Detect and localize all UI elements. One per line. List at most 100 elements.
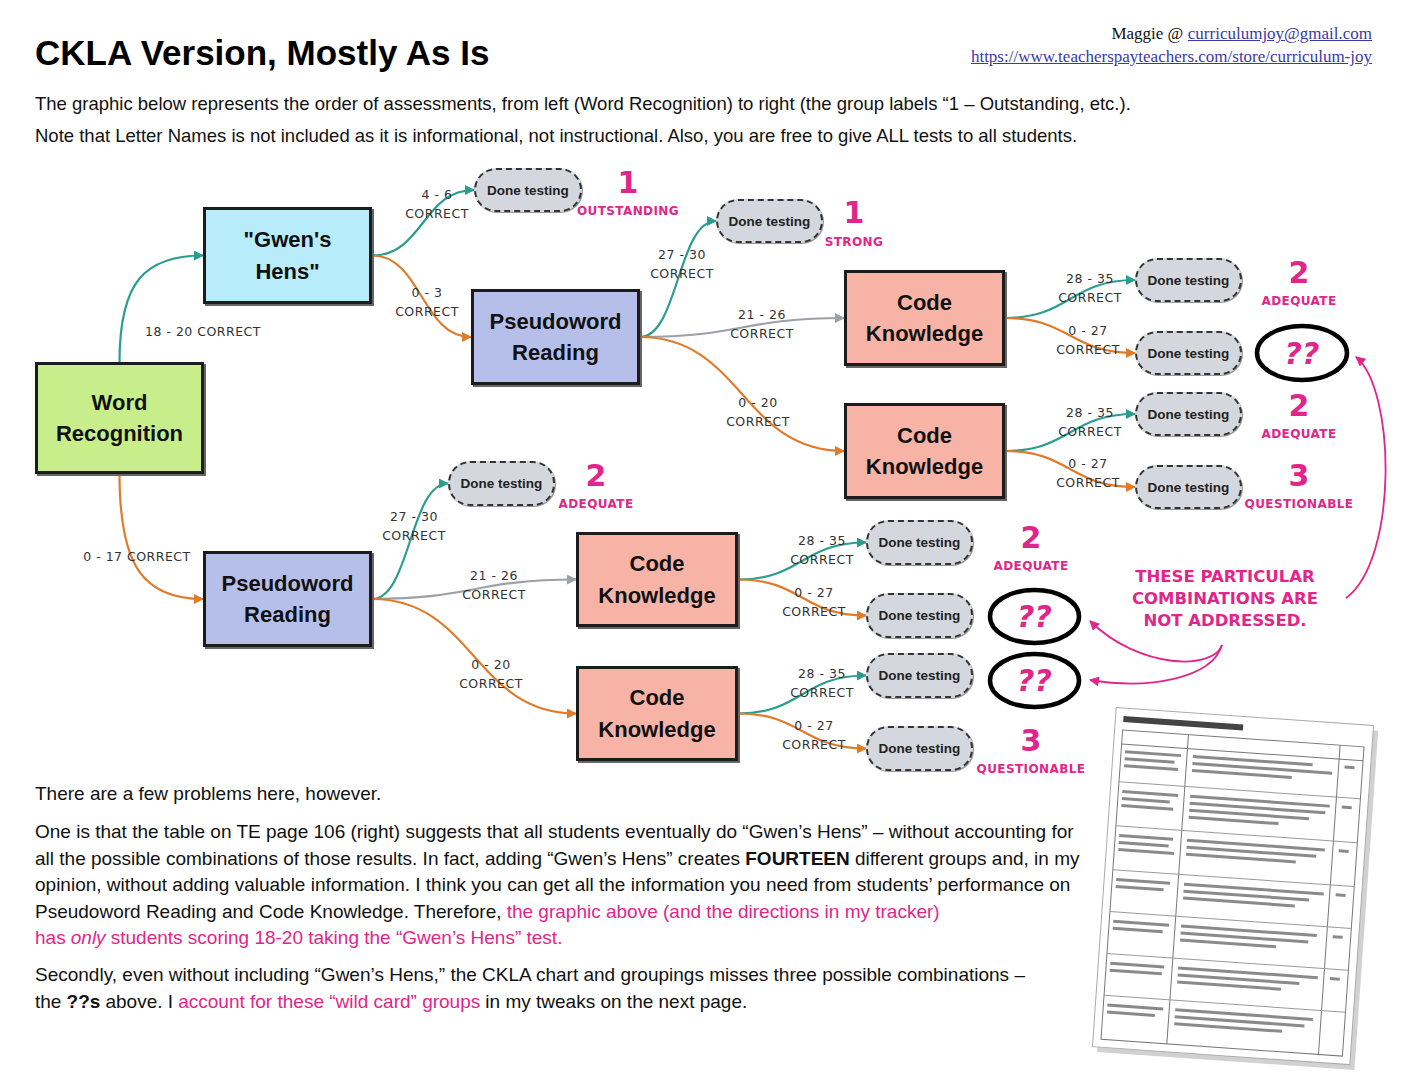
node-text: Code Knowledge <box>855 287 994 349</box>
node-text: Done testing <box>879 535 961 550</box>
terminal-pill: Done testing <box>716 199 823 243</box>
node-text: Done testing <box>1148 273 1230 288</box>
body-text: in my tweaks on the next page. <box>485 991 747 1012</box>
process-box: Pseudoword Reading <box>471 289 640 385</box>
edge-label: 0 - 27 CORRECT <box>1052 322 1124 360</box>
edge-label: 27 - 30 CORRECT <box>646 246 718 284</box>
terminal-pill: Done testing <box>448 461 555 506</box>
unknown-circle: ?? <box>987 651 1082 710</box>
group-number: 2 <box>586 458 607 493</box>
circle-outline <box>990 654 1079 707</box>
group-name: QUESTIONABLE <box>1245 497 1354 511</box>
group-number: 1 <box>618 165 639 200</box>
process-box: Pseudoword Reading <box>203 551 372 647</box>
chart-thumbnail <box>1092 707 1378 1070</box>
edge-label: 0 - 20 CORRECT <box>722 394 794 432</box>
group-name: ADEQUATE <box>559 497 634 511</box>
group-number: 2 <box>1289 255 1310 290</box>
circle-outline <box>990 590 1079 643</box>
text-flow: Maggie @ curriculumjoy@gmail.com <box>860 24 1372 44</box>
node-text: Code Knowledge <box>855 420 994 482</box>
edge-label: 4 - 6 CORRECT <box>401 186 473 224</box>
node-text: Code Knowledge <box>587 548 727 610</box>
edge-label: 28 - 35 CORRECT <box>786 665 858 703</box>
group-name: ADEQUATE <box>994 559 1069 573</box>
body-text: There are a few problems here, however. <box>35 781 1085 808</box>
text-flow: One is that the table on TE page 106 (ri… <box>35 819 1085 952</box>
callout-note: THESE PARTICULAR COMBINATIONS ARE NOT AD… <box>1125 566 1325 631</box>
terminal-pill: Done testing <box>1135 331 1242 375</box>
node-text: Done testing <box>1148 346 1230 361</box>
node-text: Word Recognition <box>46 387 193 449</box>
flow-connector <box>120 474 204 599</box>
body-text: FOURTEEN <box>745 848 850 869</box>
edge-label: 28 - 35 CORRECT <box>786 532 858 570</box>
node-text: Done testing <box>729 214 811 229</box>
process-box: Code Knowledge <box>844 270 1005 366</box>
intro-text: The graphic below represents the order o… <box>35 93 1395 115</box>
group-number: 3 <box>1021 723 1042 758</box>
terminal-pill: Done testing <box>1135 392 1242 436</box>
flow-connector <box>372 599 576 714</box>
process-box: Word Recognition <box>35 362 204 474</box>
edge-label: 0 - 3 CORRECT <box>391 284 463 322</box>
body-text: Maggie @ <box>1111 24 1183 43</box>
node-text: Done testing <box>879 608 961 623</box>
node-text: ?? <box>1017 663 1052 698</box>
text-flow: https://www.teacherspayteachers.com/stor… <box>700 47 1372 67</box>
node-text: Done testing <box>879 668 961 683</box>
node-text: "Gwen's Hens" <box>236 224 339 286</box>
node-text: Done testing <box>487 183 569 198</box>
edge-label: 21 - 26 CORRECT <box>458 567 530 605</box>
group-name: ADEQUATE <box>1262 427 1337 441</box>
terminal-pill: Done testing <box>866 653 973 698</box>
process-box: Code Knowledge <box>576 532 738 627</box>
group-name: ADEQUATE <box>1262 294 1337 308</box>
unknown-circle: ?? <box>1254 323 1350 383</box>
edge-label: 0 - 20 CORRECT <box>455 656 527 694</box>
group-name: OUTSTANDING <box>577 204 679 218</box>
edge-label: 0 - 27 CORRECT <box>778 717 850 755</box>
body-text: above. I <box>105 991 173 1012</box>
node-text: ?? <box>1285 336 1320 371</box>
process-box: "Gwen's Hens" <box>203 207 372 304</box>
group-number: 2 <box>1289 388 1310 423</box>
terminal-pill: Done testing <box>866 593 973 638</box>
flow-connector <box>372 256 471 338</box>
node-text: Done testing <box>1148 407 1230 422</box>
body-text: ??s <box>67 991 101 1012</box>
terminal-pill: Done testing <box>866 726 973 771</box>
node-text: Done testing <box>1148 480 1230 495</box>
node-text: ?? <box>1017 599 1052 634</box>
group-number: 1 <box>844 195 865 230</box>
flow-connector <box>120 256 204 363</box>
edge-label: 28 - 35 CORRECT <box>1054 404 1126 442</box>
body-text: account for these “wild card” groups <box>178 991 480 1012</box>
edge-label: 28 - 35 CORRECT <box>1054 270 1126 308</box>
edge-label: 18 - 20 CORRECT <box>118 323 288 342</box>
group-name: STRONG <box>825 235 884 249</box>
terminal-pill: Done testing <box>866 520 973 565</box>
body-text: only <box>71 927 106 948</box>
node-text: Pseudoword Reading <box>214 568 361 630</box>
terminal-pill: Done testing <box>1135 465 1242 509</box>
edge-label: 0 - 27 CORRECT <box>778 584 850 622</box>
link-text: curriculumjoy@gmail.com <box>1188 24 1372 43</box>
text-flow: Secondly, even without including “Gwen’s… <box>35 962 1075 1015</box>
group-number: 3 <box>1289 458 1310 493</box>
flow-connector <box>640 337 844 451</box>
body-text: students scoring 18-20 taking the “Gwen’… <box>111 927 563 948</box>
page-title: CKLA Version, Mostly As Is <box>35 33 489 73</box>
process-box: Code Knowledge <box>844 403 1005 499</box>
edge-label: 0 - 27 CORRECT <box>1052 455 1124 493</box>
edge-label: 21 - 26 CORRECT <box>726 306 798 344</box>
process-box: Code Knowledge <box>576 666 738 761</box>
node-text: Done testing <box>879 741 961 756</box>
edge-label: 0 - 17 CORRECT <box>52 548 222 567</box>
group-number: 2 <box>1021 520 1042 555</box>
terminal-pill: Done testing <box>474 168 582 212</box>
node-text: Pseudoword Reading <box>482 306 629 368</box>
intro-text: Note that Letter Names is not included a… <box>35 125 1395 147</box>
group-name: QUESTIONABLE <box>977 762 1086 776</box>
